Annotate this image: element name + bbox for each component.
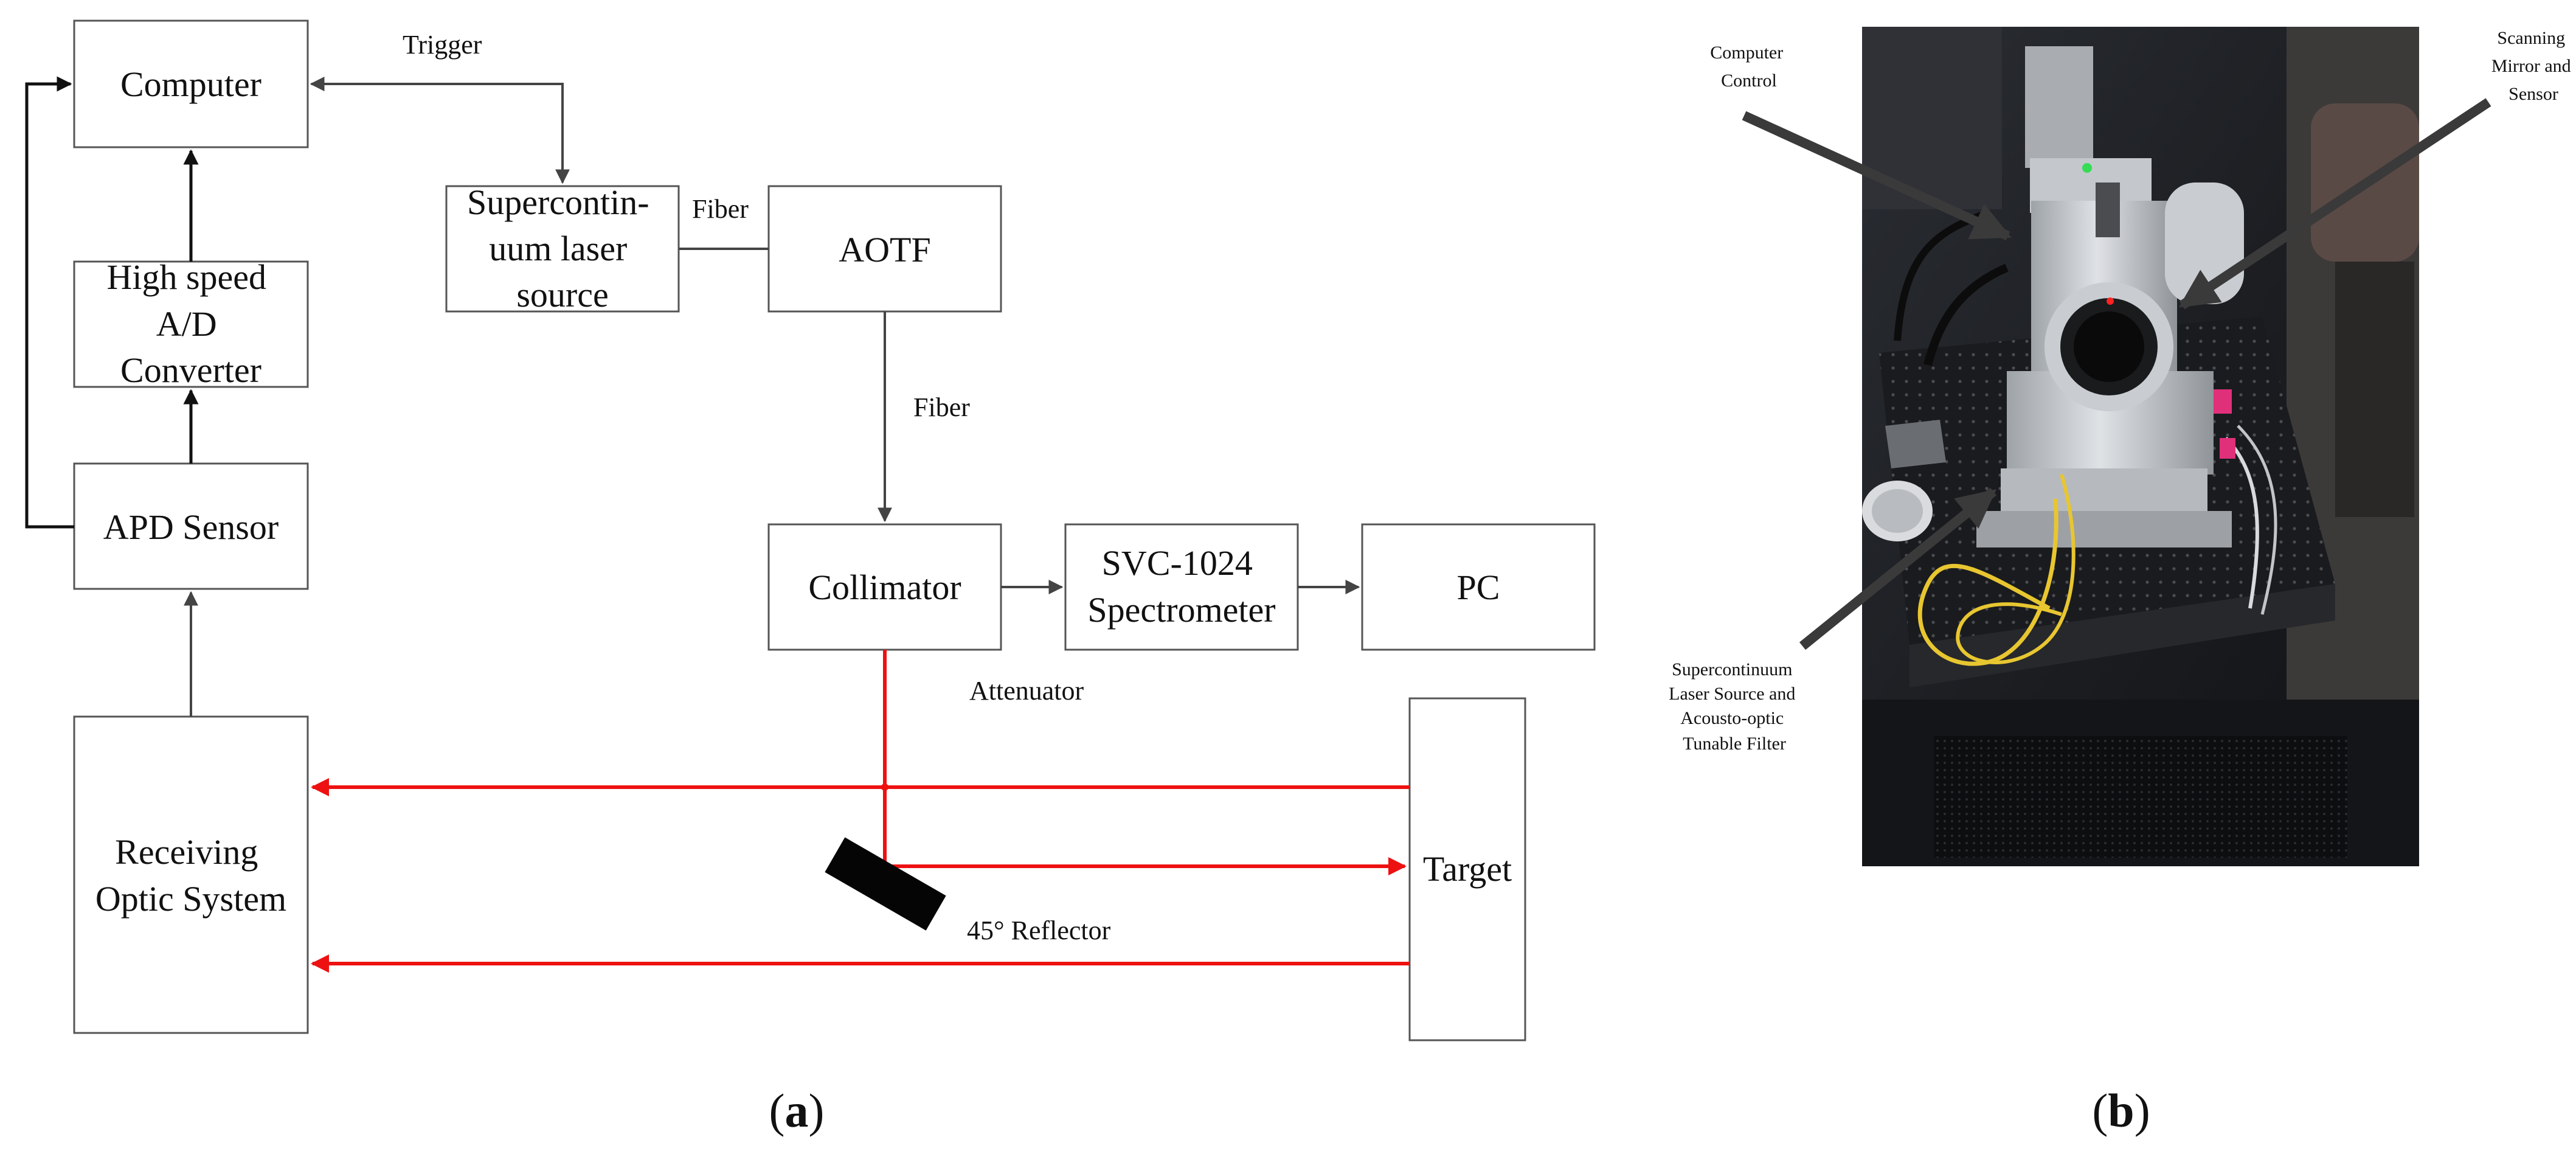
pc-box: PC	[1361, 523, 1596, 651]
computer-label: Computer	[120, 64, 261, 104]
collimator-box: Collimator	[767, 523, 1002, 651]
annotation-laser-source: Supercontinuum Laser Source and Acousto-…	[1669, 659, 1800, 754]
annotation-scanning-mirror: Scanning Mirror and Sensor	[2491, 28, 2575, 104]
pointer-computer-control	[1742, 111, 2012, 241]
reflector-shape	[825, 837, 946, 931]
caption-b: (b)	[2092, 1084, 2150, 1137]
trigger-link	[310, 77, 570, 184]
aotf-label: AOTF	[839, 230, 930, 269]
reflector-label: 45° Reflector	[967, 916, 1111, 945]
panel-a-diagram: Computer High speed A/D Converter APD Se…	[25, 19, 1596, 1137]
adc-label: High speed A/D Converter	[106, 257, 275, 390]
caption-a: (a)	[769, 1084, 825, 1137]
adc-box: High speed A/D Converter	[73, 257, 309, 390]
spectrometer-label: SVC-1024 Spectrometer	[1087, 543, 1275, 630]
pc-label: PC	[1457, 568, 1500, 607]
signal-connections	[25, 76, 1360, 717]
target-label: Target	[1423, 849, 1512, 889]
apd-sensor-box: APD Sensor	[73, 462, 309, 590]
aotf-box: AOTF	[767, 185, 1002, 313]
apd-to-computer-loop	[25, 76, 74, 529]
fiber-label-1: Fiber	[692, 194, 749, 224]
apd-sensor-label: APD Sensor	[103, 507, 279, 547]
annotation-computer-control: Computer Control	[1710, 43, 1788, 91]
panel-b-photo: Computer Control Scanning Mirror and Sen…	[1669, 27, 2575, 1137]
computer-box: Computer	[73, 19, 309, 148]
beam-crossing-dot	[881, 784, 888, 791]
fiber-label-2: Fiber	[913, 392, 970, 422]
pointer-laser-source	[1799, 487, 1997, 650]
laser-beam-paths	[311, 650, 1410, 973]
collimator-label: Collimator	[808, 568, 961, 607]
pointer-scanning-mirror	[2178, 98, 2491, 310]
receiving-optic-label: Receiving Optic System	[95, 832, 286, 919]
target-box: Target	[1408, 697, 1526, 1041]
laser-source-label: Supercontin- uum laser source	[467, 182, 658, 315]
receiving-optic-box: Receiving Optic System	[73, 715, 309, 1034]
trigger-label: Trigger	[403, 30, 482, 60]
laser-source-box: Supercontin- uum laser source	[445, 182, 680, 315]
attenuator-label: Attenuator	[969, 676, 1084, 706]
spectrometer-box: SVC-1024 Spectrometer	[1064, 523, 1299, 651]
